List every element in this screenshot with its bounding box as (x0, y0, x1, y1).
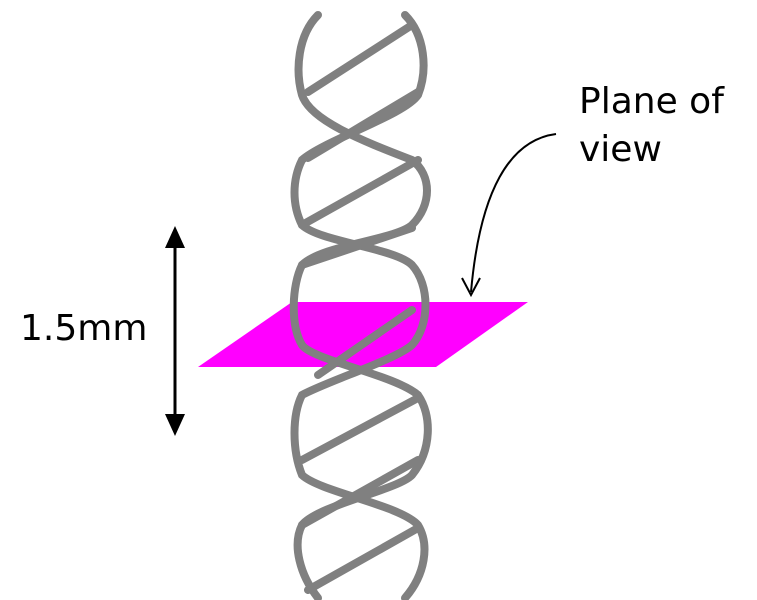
double-headed-arrow-icon (165, 226, 185, 436)
dimension-label: 1.5mm (20, 308, 148, 349)
plane-label-line-1: Plane of (579, 81, 724, 122)
curved-arrow-icon (461, 133, 557, 298)
strand-cross-2 (304, 88, 422, 162)
strand-cross-3 (298, 156, 422, 229)
strand-cross-6 (298, 394, 422, 464)
plane-of-view-shape (198, 302, 528, 367)
twisted-strand (289, 11, 432, 600)
strand-cross-8 (304, 524, 422, 594)
plane-label-line-2: view (579, 129, 662, 170)
strand-cross-4 (298, 224, 416, 269)
plane-of-view-label: Plane of view (579, 78, 724, 174)
strand-cross-1 (304, 21, 416, 96)
strand-cross-7 (298, 456, 422, 529)
strand-cross-5 (314, 306, 416, 379)
